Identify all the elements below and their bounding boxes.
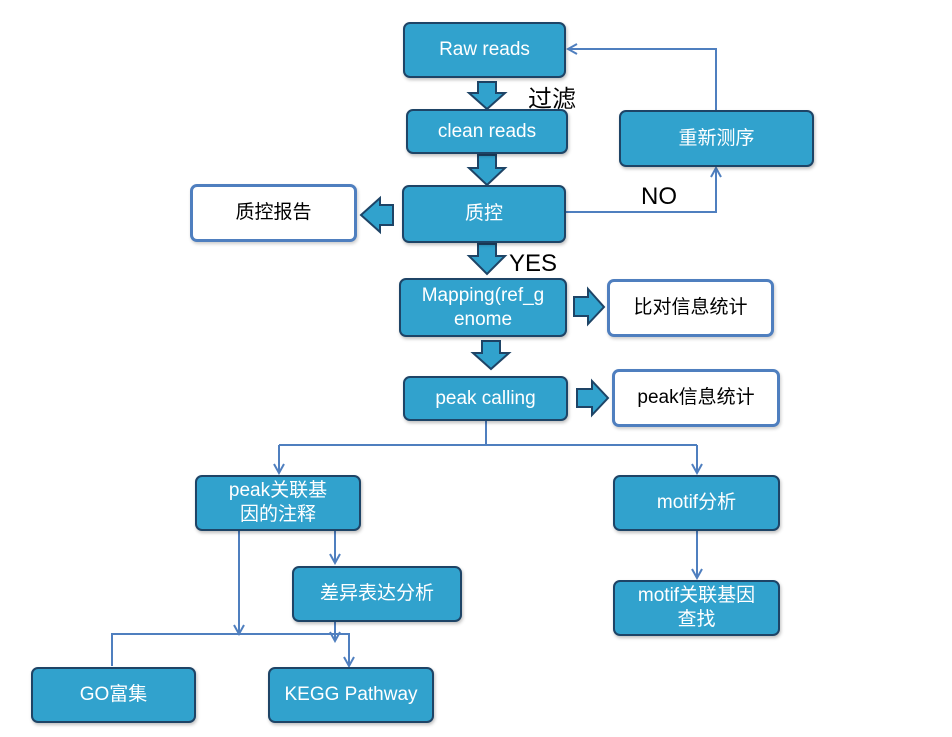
connector-resequence-to-raw — [568, 49, 717, 111]
node-mapping-label: Mapping(ref_g enome — [421, 284, 545, 330]
node-mapping-stats-label: 比对信息统计 — [633, 297, 748, 319]
node-mapping-stats: 比对信息统计 — [607, 279, 774, 337]
block-arrow-clean-to-qc — [466, 154, 508, 187]
block-arrow-peak-to-stats — [576, 378, 610, 418]
connector-go-branch — [111, 633, 349, 666]
node-clean-reads: clean reads — [406, 109, 568, 154]
node-motif-gene-search-label: motif关联基因查找 — [637, 585, 756, 630]
label-yes: YES — [509, 250, 558, 277]
node-raw-reads: Raw reads — [403, 22, 566, 78]
node-differential-expression: 差异表达分析 — [292, 566, 462, 622]
block-arrow-raw-to-clean — [466, 81, 508, 111]
label-no: NO — [641, 183, 677, 210]
node-peak-calling: peak calling — [403, 376, 568, 421]
node-peak-stats: peak信息统计 — [612, 369, 780, 427]
node-qc-report: 质控报告 — [190, 184, 357, 242]
node-motif-analysis: motif分析 — [613, 475, 780, 531]
node-clean-reads-label: clean reads — [437, 120, 537, 142]
node-motif-gene-search: motif关联基因查找 — [613, 580, 780, 636]
block-arrow-mapping-to-stats — [573, 286, 606, 327]
block-arrow-qc-to-mapping — [466, 243, 508, 276]
node-motif-analysis-label: motif分析 — [656, 492, 737, 514]
node-peak-stats-label: peak信息统计 — [637, 387, 755, 409]
node-raw-reads-label: Raw reads — [439, 39, 530, 61]
connector-qc-to-resequence — [566, 168, 716, 213]
node-kegg-pathway-label: KEGG Pathway — [284, 684, 418, 706]
node-resequence: 重新测序 — [619, 110, 814, 167]
node-peak-annotation: peak关联基因的注释 — [195, 475, 361, 531]
node-quality-control-label: 质控 — [464, 203, 503, 225]
block-arrow-qc-to-report — [359, 195, 394, 235]
node-go-enrichment-label: GO富集 — [79, 684, 148, 706]
label-filter: 过滤 — [528, 86, 576, 113]
node-differential-expression-label: 差异表达分析 — [319, 583, 434, 605]
node-go-enrichment: GO富集 — [31, 667, 196, 723]
node-peak-calling-label: peak calling — [435, 387, 536, 409]
node-resequence-label: 重新测序 — [678, 127, 755, 149]
connector-peak-split — [279, 421, 487, 446]
node-quality-control: 质控 — [402, 185, 566, 243]
node-kegg-pathway: KEGG Pathway — [268, 667, 434, 723]
node-qc-report-label: 质控报告 — [235, 202, 312, 224]
node-mapping: Mapping(ref_g enome — [399, 278, 567, 337]
block-arrow-mapping-to-peak — [470, 340, 512, 371]
node-peak-annotation-label: peak关联基因的注释 — [228, 480, 328, 525]
